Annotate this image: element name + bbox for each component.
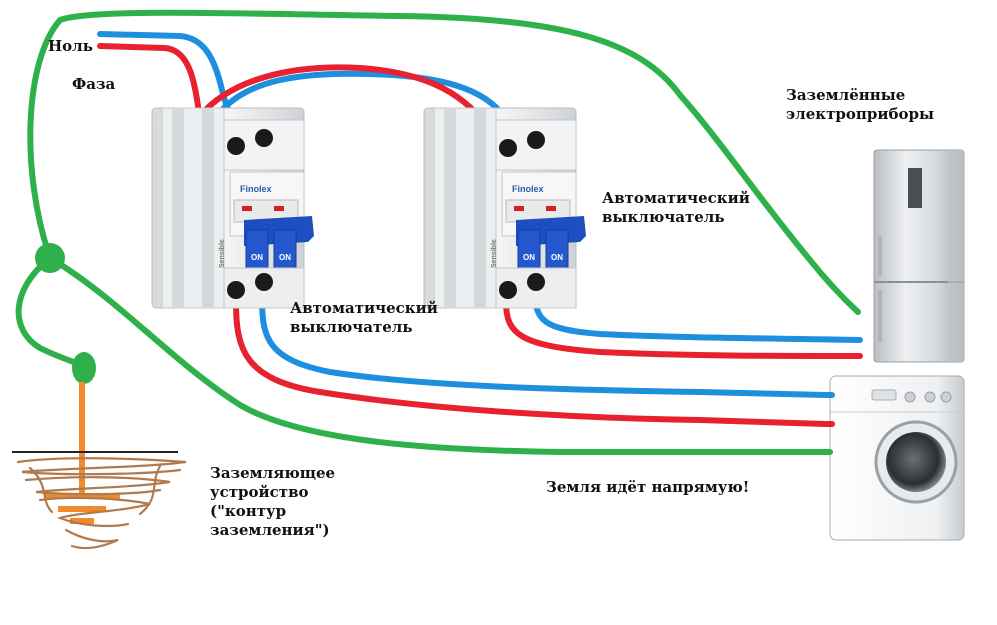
terminal-bottom-right [255,273,273,291]
label-phase: Фаза [72,75,116,93]
soil-scribble [16,457,187,550]
phase-bridge-wire [197,64,488,127]
ground-wire-to-fridge [27,9,861,315]
ground-wire-to-washer [47,255,829,455]
svg-text:ON: ON [551,253,563,262]
label-ground-direct: Земля идёт напрямую! [546,478,750,496]
svg-text:ON: ON [279,253,291,262]
ground-junction-node [35,243,65,273]
washing-machine-icon [829,375,965,541]
terminal-top-right [527,131,545,149]
terminal-bottom-right [527,273,545,291]
ground-electrode-head [72,352,96,384]
neutral-bridge-wire [219,70,508,121]
right-breaker-neutral-out [532,297,863,343]
breaker-brand-label: Finolex [512,184,544,194]
grounding-device-icon [12,352,187,550]
terminal-top-left [227,137,245,155]
breaker-side-text: Sensible [491,239,498,268]
left-breaker-phase-out [233,299,829,427]
breaker-on-label: ON [251,253,263,262]
ground-wire-to-electrode [15,255,87,369]
load-wires [233,297,863,427]
label-grounding-device: Заземляющее устройство ("контур заземлен… [210,464,336,539]
terminal-bottom-left [499,281,517,299]
terminal-bottom-left [227,281,245,299]
breaker-toggle[interactable]: ON ON [516,216,586,269]
breaker-side-text: Sensible [219,239,226,268]
circuit-breaker-left: Finolex ON ON Sensible [151,107,314,309]
appliance-connections [817,392,835,455]
breaker-on-label: ON [523,253,535,262]
label-breaker-left: Автоматический выключатель [290,299,438,336]
left-breaker-neutral-out [259,297,829,398]
label-grounded-appliances: Заземлённые электроприборы [786,86,935,123]
circuit-breaker-right: Finolex ON ON Sensible [423,107,586,309]
breaker-toggle[interactable]: ON ON [244,216,314,269]
ground-wires [15,9,861,455]
breaker-brand-label: Finolex [240,184,272,194]
terminal-top-right [255,129,273,147]
refrigerator-icon [873,149,965,363]
label-breaker-right: Автоматический выключатель [602,189,750,226]
terminal-top-left [499,139,517,157]
label-neutral: Ноль [48,37,93,55]
right-breaker-phase-out [503,299,863,359]
